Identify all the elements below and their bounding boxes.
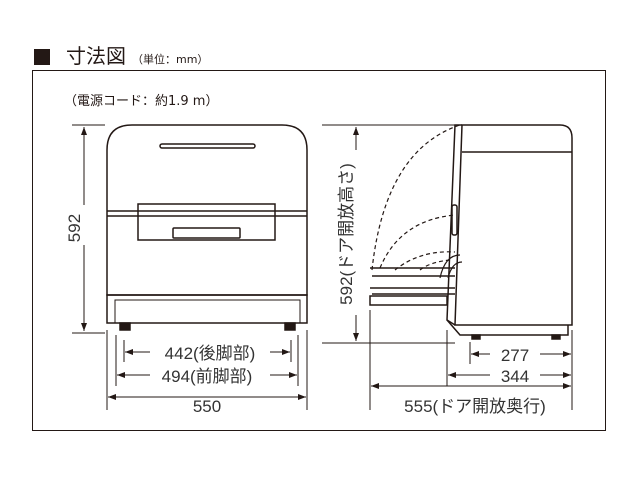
- title-label: 寸法図: [66, 44, 126, 68]
- width-label: 550: [193, 397, 221, 416]
- diagram-frame: [32, 70, 606, 431]
- door-open-depth-label: 555(ドア開放奥行): [404, 397, 546, 416]
- section-title: 寸法図 （単位：mm）: [34, 40, 208, 69]
- door-open-height-label: 592(ドア開放高さ): [337, 163, 356, 305]
- leg-depth-label: 277: [501, 346, 529, 365]
- rear-leg-width-label: 442(後脚部): [165, 344, 256, 363]
- unit-label: （単位：mm）: [132, 53, 209, 66]
- front-view: [72, 124, 308, 410]
- height-label: 592: [65, 214, 84, 242]
- power-cord-note: （電源コード：約1.9 m）: [64, 94, 219, 109]
- side-view: [322, 124, 573, 410]
- square-bullet-icon: [34, 49, 50, 65]
- depth-label: 344: [501, 367, 529, 386]
- front-leg-width-label: 494(前脚部): [162, 367, 253, 386]
